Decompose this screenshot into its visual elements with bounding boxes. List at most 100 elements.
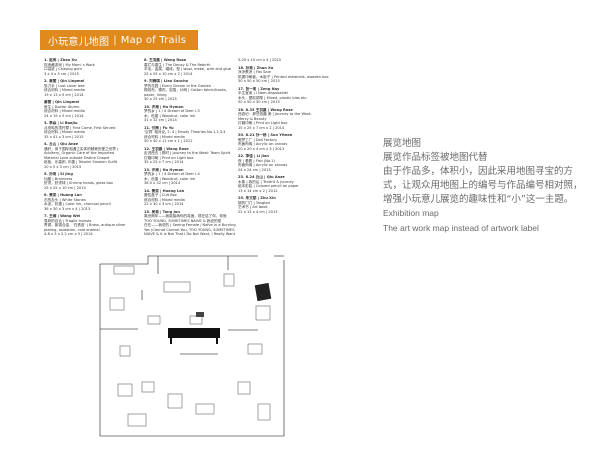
artwork-detail-line: 50 x 50 x 50 cm | 2015 bbox=[238, 100, 280, 104]
artwork-detail-line: 布面丙烯 | Acrylic on canvas bbox=[238, 163, 288, 167]
artwork-entry: 11. 付雨 | Fu Yu'空洞' 相对论, 2, 4 | Empty The… bbox=[144, 126, 244, 144]
artwork-detail-line: 棉线布，棉布，铝箔，纱网 | Cotton fabric/hooks, bbox=[144, 88, 227, 92]
artwork-entry: 5-20 x 10 cm x 4 | 2015 bbox=[238, 58, 338, 63]
header-title-en: Map of Trails bbox=[120, 34, 187, 46]
artwork-detail-line: 综合材料 | Mixed media bbox=[44, 88, 85, 92]
artwork-detail-line: 36 x 30 x 3 cm x 4 | 2013 bbox=[44, 206, 91, 211]
artwork-artist: 2. 秦丽 | Qin Lingmei bbox=[44, 79, 85, 83]
artwork-detail-line: 水象 | 我的乱 | Tendrit & Journey bbox=[238, 179, 294, 184]
artwork-artist: 20. 8.21 孙一杨 | Sun Yiteon bbox=[238, 133, 293, 137]
artwork-artist: 23. 8.24 丘山 | Qiu Anze bbox=[238, 175, 285, 179]
artwork-detail-line: 西游记：那些游趣 美 | Journey to the West: bbox=[238, 112, 312, 116]
exhibition-floor-map bbox=[98, 254, 290, 439]
artwork-detail-line: 30 x 50 x 50 cm | 2015 bbox=[238, 79, 280, 83]
artwork-detail-line: 羊毛，金属，帽线，型 | wool, metal, wire and glue bbox=[144, 67, 232, 71]
artwork-detail-line: 22 x 30 x 3 cm | 2014 bbox=[144, 202, 184, 206]
artwork-detail-line: Yes (Cannot Control You, TOO YOUNG, SOME… bbox=[144, 227, 235, 232]
exhibition-map-title-en: Exhibition map bbox=[383, 208, 439, 218]
artwork-artist: 17. 张一哥 | Zeng Nay bbox=[238, 86, 280, 91]
artwork-detail-line: 灯箱印刷 | Print on Light box bbox=[238, 121, 288, 125]
artwork-detail-line: 24 x 24 cm | 2015 bbox=[238, 167, 271, 172]
artwork-detail-line: 木头，塑胶锦笔 | Mixed, plastic bias etc. bbox=[238, 95, 308, 100]
artwork-artist: 10. 许海 | Hu Hymon bbox=[144, 104, 184, 109]
artwork-detail-line: 布面丙烯 | Acrylic on canvas bbox=[238, 142, 288, 146]
artwork-artist: 13. 许海 | Hu Hymon bbox=[144, 167, 184, 172]
artwork-detail-line: 15 x 25 x 7 cm x 2 | 2014 bbox=[238, 125, 285, 130]
artwork-detail-line: 30 x 40 x 11 cm x 1 | 2012 bbox=[144, 139, 193, 143]
artwork-detail-line: 假梦工厂 | Doll Factory bbox=[238, 137, 278, 142]
artwork-artist: 15. 吴哥 | Tong Jun bbox=[144, 209, 180, 214]
artwork-detail-line: 水泥，彩墨 | Color ink, charcoal pencil bbox=[44, 202, 111, 206]
artwork-detail-line: 虾须，虾须球 | Shrimp heads, glass box bbox=[44, 181, 114, 185]
artwork-detail-line: 木，色墨 | Woodcut, color ink bbox=[144, 113, 196, 118]
artwork-artist: 5. 孙哥 | Si Jing bbox=[44, 172, 73, 176]
artwork-detail-line: paper, lining bbox=[144, 92, 167, 97]
artwork-detail-line: Material Love outside Sistine Chapel bbox=[44, 155, 110, 160]
artwork-detail-line: 综合材料 | Mixed media bbox=[144, 197, 185, 202]
artwork-detail-line: 22 x 15 x 4 cm | 2013 bbox=[238, 209, 278, 214]
artwork-detail-line: 35 x 41 x 3 cm | 2015 bbox=[44, 134, 84, 139]
artwork-artist: 秦丽 | Qin Lingmei bbox=[44, 100, 80, 104]
artwork-detail-line: 20 x 5 x 3 cm | 2015 bbox=[44, 164, 82, 169]
artwork-detail-line: 锅的门门 | Tangled bbox=[238, 200, 270, 205]
artwork-artist: 22. 李佳 | Li Jian bbox=[238, 154, 269, 158]
exhibition-map-title-cn: 展览地图 bbox=[383, 138, 422, 149]
artwork-detail-line: 半生宝卖 | I Nom-disposable! bbox=[238, 91, 289, 95]
artwork-detail-line: 仙腿 | Brainness bbox=[44, 176, 73, 181]
artwork-detail-line: 灯箱印刷 | Print on Light box bbox=[144, 155, 194, 160]
artwork-detail-line: 25 x 25 x 10 cm | 2014 bbox=[44, 185, 86, 190]
artwork-detail-line: 点亮鸣的烫柠檬 | First Come, First Served bbox=[44, 125, 116, 130]
artwork-detail-line: 口袋鼠 | Chasing gum bbox=[44, 67, 82, 71]
artwork-detail-line: 纸板，乐高积, 印墨 | Tetolini Smoken Sulfit bbox=[44, 160, 118, 164]
artwork-detail-line: 25 x 25 x 10 cm x 2 | 2014 bbox=[144, 71, 193, 76]
artwork-detail-line: plating, oxidation, cold enamel bbox=[44, 227, 100, 232]
artwork-detail-line: 梦的乡 | 1 / 4 Dream of Deer I-4 bbox=[144, 172, 200, 176]
artwork-detail-line: '空洞' 相对论, 2, 4 | Empty Theories No.1,2,3… bbox=[144, 130, 226, 134]
artwork-detail-line: Mercy & Beauty bbox=[238, 116, 267, 121]
artwork-detail-line: 艺术书 | Art book bbox=[238, 205, 268, 209]
artwork-detail-line: 梦的花园 | Every Dream in the Garden bbox=[144, 83, 212, 88]
artwork-artist: 3. 李焱 | Li Baojiu bbox=[44, 121, 78, 125]
artwork-detail-line: 剪刀手 | Lost Lover bee bbox=[44, 83, 85, 88]
artwork-detail-line: 38.5 x 32 cm | 2014 bbox=[144, 181, 181, 185]
map-description-cn: 由于作品多，体积小，因此采用地图寻宝的方式，让观众用地图上的编号与作品编号相对照… bbox=[383, 166, 583, 205]
artwork-detail-line: 纸本彩铅 | Colored pencil on paper bbox=[238, 184, 299, 188]
artwork-artist: 1. 赵伟 | Zhao Xu bbox=[44, 58, 77, 62]
artwork-artist: 4. 丘山 | Qiu Anze bbox=[44, 142, 79, 146]
artwork-detail-line: 20 x 20 x 4 cm x 3 | 2013 bbox=[238, 146, 285, 151]
artwork-detail-line: 31 x 32 cm | 2014 bbox=[144, 118, 177, 122]
artwork-detail-line: TOO YOUNG, SOMETIMES NAIVE & 我说的怪 bbox=[144, 218, 222, 223]
header-separator: | bbox=[113, 34, 117, 46]
artwork-detail-line: 机图印刷板，木板子 | Printed materials, wooden bo… bbox=[238, 74, 329, 79]
artwork-detail-line: 腐烂与重生 | The Decay & The Rebirth bbox=[144, 62, 211, 67]
artwork-artist: 8. 王羽晨 | Wang Rose bbox=[144, 58, 187, 62]
artwork-artist: 25. 朱文斌 | Zhu Xin bbox=[238, 196, 276, 200]
artwork-detail-line: 离世两年——我能接纳你的真面，现在给了你，你就 bbox=[144, 214, 227, 218]
artwork-detail-line: 夜 | 看着 | Fish (No.1) bbox=[238, 158, 275, 163]
artwork-detail-line: 在在——我说的 | Seeing Female / Naïve in a Bur… bbox=[144, 223, 236, 227]
artwork-detail-line: 24 x 19 x 5 cm | 2014 bbox=[44, 113, 84, 118]
artwork-detail-line: 13 x 14 cm x 2 | 2012 bbox=[238, 188, 278, 193]
header-title-cn: 小玩意儿地图 bbox=[48, 36, 110, 48]
artwork-artist: 9. 刘雨琪 | Liao Sancho bbox=[144, 79, 189, 83]
artwork-detail-line: 木，色墨 | Woodcut, color ink bbox=[144, 176, 196, 181]
map-of-trails-header: 小玩意儿地图 | Map of Trails bbox=[40, 30, 198, 50]
artwork-detail-line: 医生 | Doctor Alumn bbox=[44, 104, 80, 109]
artwork-detail-line: 捉迷藏游戏 | My Mom' s Work bbox=[44, 62, 95, 67]
map-replaces-labels-title-en: The art work map instead of artwork labe… bbox=[383, 223, 539, 233]
